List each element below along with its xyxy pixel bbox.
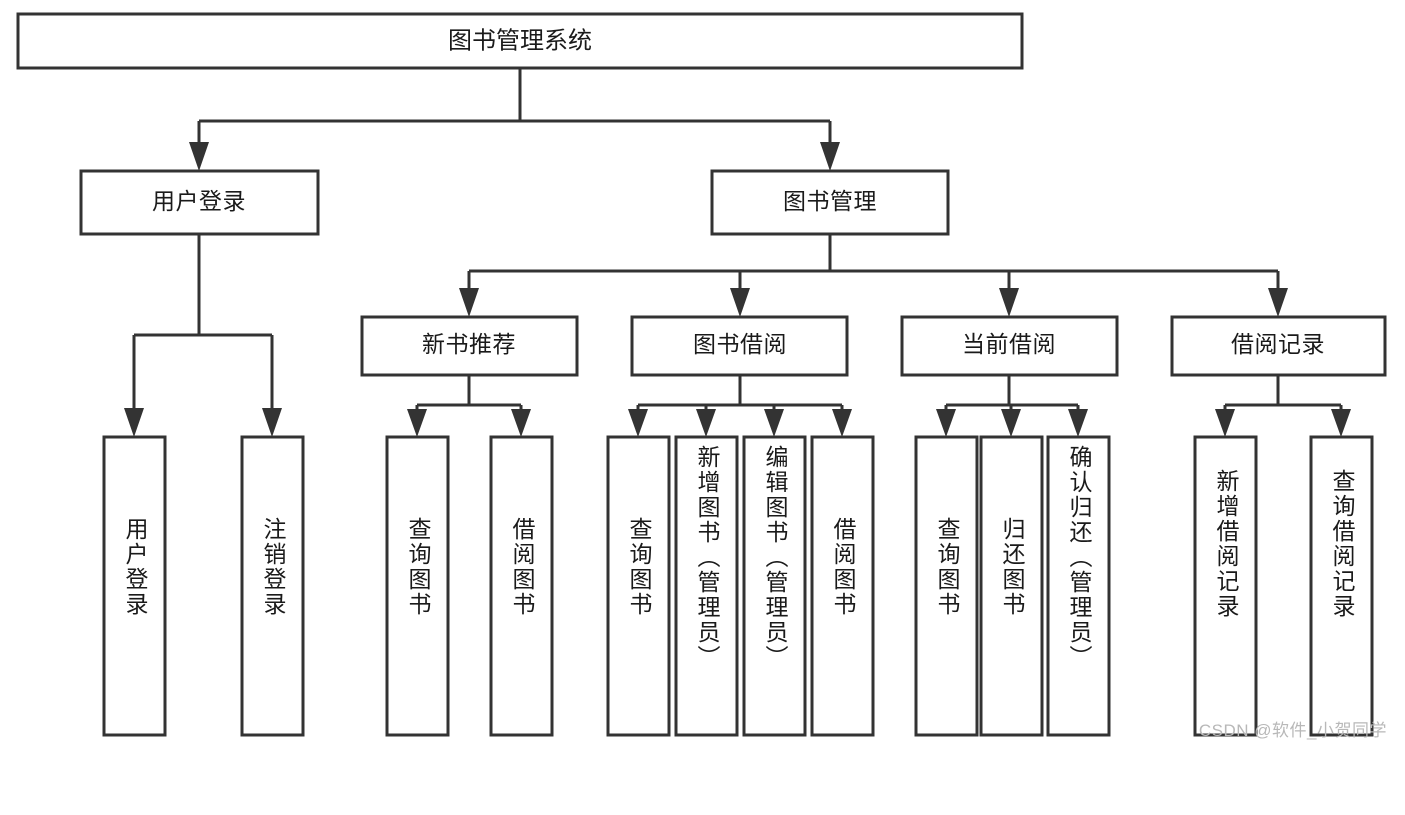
edges-group [124, 68, 1351, 437]
node-book-borrow[interactable]: 图书借阅 [630, 315, 849, 377]
book-manage-box[interactable] [710, 169, 950, 236]
arrow-new-book-recommend [459, 288, 479, 317]
watermark-text: CSDN @软件_小贺同学 [1198, 721, 1387, 740]
current-borrow-label: 当前借阅 [962, 331, 1056, 357]
arrow-leaf-query-book-3 [936, 409, 956, 437]
arrow-leaf-query-book-1 [407, 409, 427, 437]
leaf-user-logout-box[interactable] [240, 435, 305, 737]
flowchart-svg: 图书管理系统 用户登录 图书管理 新书推荐 图书借阅 当前借阅 借阅记录 [16, 12, 1387, 737]
node-borrow-record[interactable]: 借阅记录 [1170, 315, 1387, 377]
arrow-leaf-confirm-return [1068, 409, 1088, 437]
leaf-add-book-box[interactable] [674, 435, 739, 737]
arrow-user-login [189, 142, 209, 171]
arrow-leaf-user-login [124, 408, 144, 437]
leaf-boxes-group [102, 435, 1374, 737]
user-login-label: 用户登录 [152, 188, 246, 214]
leaf-query-book-1-box[interactable] [385, 435, 450, 737]
arrow-leaf-borrow-book-2 [832, 409, 852, 437]
arrow-book-manage [820, 142, 840, 171]
arrow-leaf-edit-book [764, 409, 784, 437]
arrow-book-borrow [730, 288, 750, 317]
diagram-canvas: 图书管理系统 用户登录 图书管理 新书推荐 图书借阅 当前借阅 借阅记录 [16, 12, 1387, 740]
new-book-recommend-label: 新书推荐 [422, 331, 516, 357]
book-borrow-box[interactable] [630, 315, 849, 377]
arrow-leaf-borrow-book-1 [511, 409, 531, 437]
borrow-record-box[interactable] [1170, 315, 1387, 377]
arrow-leaf-return-book [1001, 409, 1021, 437]
arrow-leaf-query-record [1331, 409, 1351, 437]
node-current-borrow[interactable]: 当前借阅 [900, 315, 1119, 377]
leaf-return-book-box[interactable] [979, 435, 1044, 737]
node-new-book-recommend[interactable]: 新书推荐 [360, 315, 579, 377]
leaf-user-login-box[interactable] [102, 435, 167, 737]
new-book-recommend-box[interactable] [360, 315, 579, 377]
leaf-add-record-box[interactable] [1193, 435, 1258, 737]
arrow-leaf-add-book [696, 409, 716, 437]
user-login-box[interactable] [79, 169, 320, 236]
node-book-manage[interactable]: 图书管理 [710, 169, 950, 236]
arrow-leaf-query-book-2 [628, 409, 648, 437]
book-manage-label: 图书管理 [783, 188, 877, 214]
leaf-query-book-3-box[interactable] [914, 435, 979, 737]
leaf-borrow-book-2-box[interactable] [810, 435, 875, 737]
leaf-query-record-box[interactable] [1309, 435, 1374, 737]
node-user-login[interactable]: 用户登录 [79, 169, 320, 236]
book-borrow-label: 图书借阅 [693, 331, 787, 357]
root-label: 图书管理系统 [448, 27, 592, 54]
leaf-borrow-book-1-box[interactable] [489, 435, 554, 737]
leaf-edit-book-box[interactable] [742, 435, 807, 737]
leaf-query-book-2-box[interactable] [606, 435, 671, 737]
arrow-leaf-add-record [1215, 409, 1235, 437]
borrow-record-label: 借阅记录 [1231, 331, 1325, 357]
arrow-current-borrow [999, 288, 1019, 317]
leaf-confirm-return-box[interactable] [1046, 435, 1111, 737]
root-box[interactable] [16, 12, 1024, 70]
current-borrow-box[interactable] [900, 315, 1119, 377]
node-root-book-management-system[interactable]: 图书管理系统 [16, 12, 1024, 70]
arrow-leaf-user-logout [262, 408, 282, 437]
arrow-borrow-record [1268, 288, 1288, 317]
